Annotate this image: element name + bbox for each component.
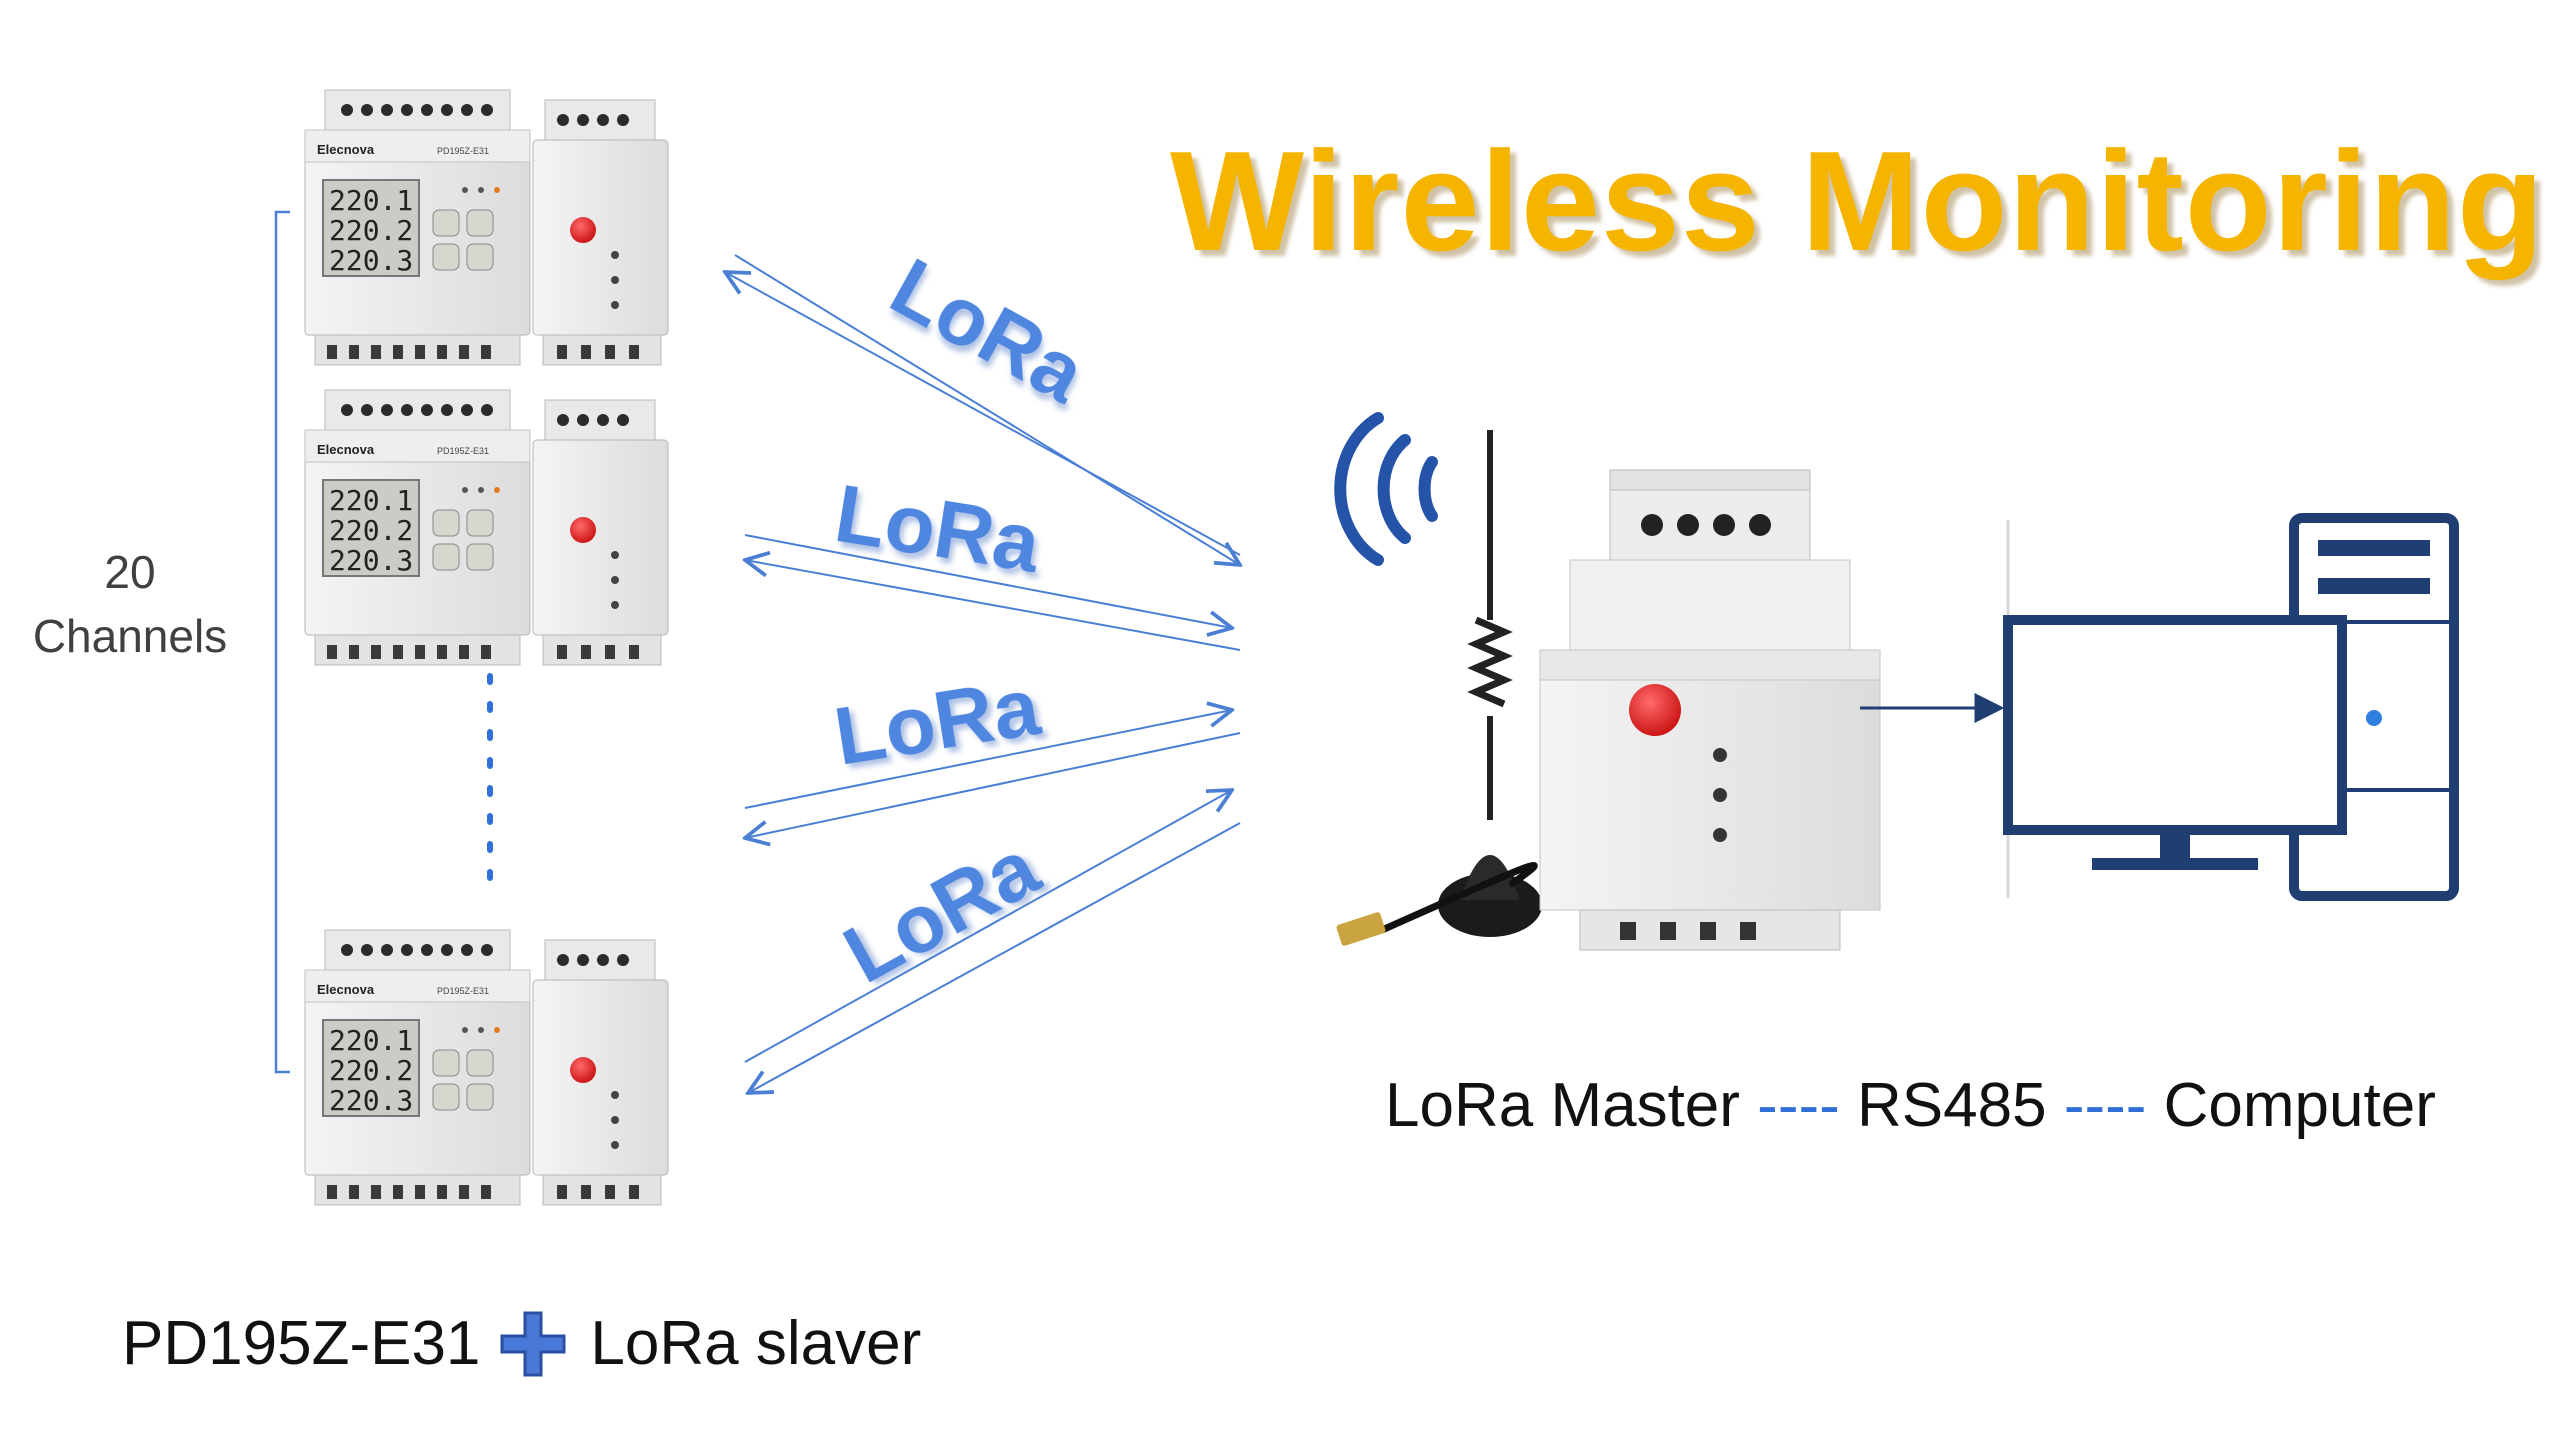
caption-device: PD195Z-E31 — [122, 1308, 480, 1379]
meter-brand: Elecnova — [317, 442, 375, 457]
computer-icon — [2008, 518, 2454, 898]
meter-unit-2: Elecnova PD195Z-E31 220.1 220.2 220.3 — [305, 390, 668, 665]
meter-brand: Elecnova — [317, 142, 375, 157]
lcd-line-2: 220.2 — [329, 1054, 413, 1087]
connection-chain: LoRa Master ---- RS485 ---- Computer — [1385, 1070, 2436, 1141]
channels-count: 20 — [0, 540, 260, 604]
signal-waves-icon — [1340, 418, 1432, 560]
lcd-line-2: 220.2 — [329, 514, 413, 547]
lora-master-device — [1540, 470, 1880, 950]
chain-bus: RS485 — [1857, 1071, 2047, 1140]
chain-computer: Computer — [2164, 1071, 2436, 1140]
meter-brand: Elecnova — [317, 982, 375, 997]
lcd-line-1: 220.1 — [329, 1024, 413, 1057]
lora-label-3: LoRa — [829, 661, 1047, 783]
channels-label: 20 Channels — [0, 540, 260, 668]
antenna-icon — [1336, 430, 1542, 947]
lcd-line-1: 220.1 — [329, 484, 413, 517]
channel-bracket — [276, 212, 290, 1072]
lcd-line-1: 220.1 — [329, 184, 413, 217]
meter-unit-3: Elecnova PD195Z-E31 220.1 220.2 220.3 — [305, 930, 668, 1205]
plus-icon — [498, 1309, 568, 1379]
meter-model: PD195Z-E31 — [437, 446, 489, 456]
meter-model: PD195Z-E31 — [437, 146, 489, 156]
chain-sep-2: ---- — [2064, 1071, 2147, 1140]
page-title: Wireless Monitoring — [1170, 120, 2545, 284]
channels-text: Channels — [0, 604, 260, 668]
lcd-line-3: 220.3 — [329, 244, 413, 277]
chain-master: LoRa Master — [1385, 1071, 1740, 1140]
chain-sep-1: ---- — [1757, 1071, 1840, 1140]
lora-label-2: LoRa — [829, 468, 1047, 590]
meter-model: PD195Z-E31 — [437, 986, 489, 996]
device-caption: PD195Z-E31 LoRa slaver — [122, 1308, 921, 1379]
caption-slave: LoRa slaver — [590, 1308, 921, 1379]
lcd-line-3: 220.3 — [329, 1084, 413, 1117]
lcd-line-2: 220.2 — [329, 214, 413, 247]
lcd-line-3: 220.3 — [329, 544, 413, 577]
lora-label-1: LoRa — [876, 241, 1101, 421]
meter-unit-1: Elecnova PD195Z-E31 220.1 220.2 220.3 — [305, 90, 668, 365]
lora-label-4: LoRa — [830, 821, 1055, 1001]
